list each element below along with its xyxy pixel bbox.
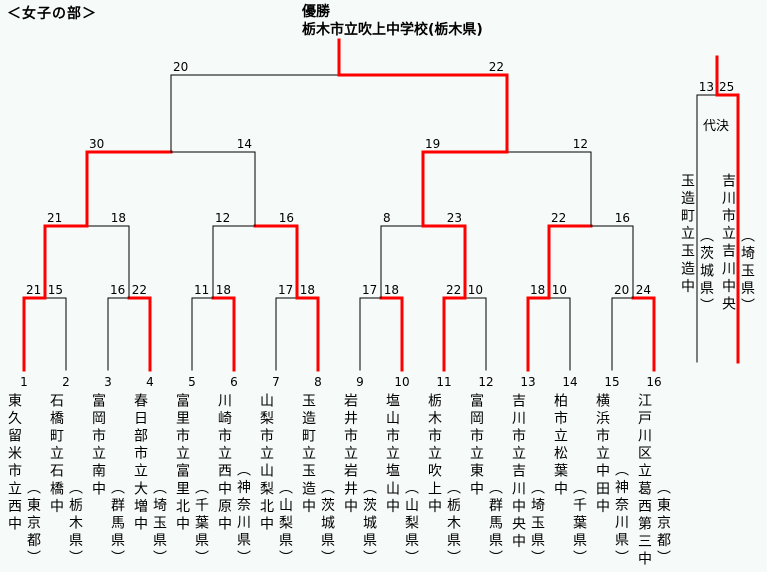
team-name: 川崎市立西中原中	[216, 393, 232, 534]
team-name: 玉造町立玉造中	[679, 173, 695, 297]
champion-label: 優勝	[302, 4, 330, 20]
champion-school: 栃木市立吹上中学校(栃木県)	[302, 22, 483, 38]
score-label: 20	[614, 283, 629, 297]
team-number: 3	[104, 375, 112, 389]
team-name: 江戸川区立葛西第三中	[636, 393, 652, 569]
team-number: 13	[520, 375, 536, 389]
team-prefecture: （山梨県）	[403, 480, 419, 568]
score-label: 22	[446, 283, 461, 297]
score-label: 12	[215, 211, 230, 225]
team-name: 塩山市立塩山中	[384, 393, 400, 517]
team-name: 玉造町立玉造中	[300, 393, 316, 517]
team-prefecture: （埼玉県）	[529, 480, 545, 568]
score-label: 22	[551, 211, 566, 225]
score-label: 16	[110, 283, 125, 297]
team-number: 2	[62, 375, 70, 389]
score-label: 8	[383, 211, 391, 225]
score-label: 21	[26, 283, 41, 297]
team-name: 栃木市立吹上中	[426, 393, 442, 517]
score-label: 21	[47, 211, 62, 225]
team-prefecture: （茨城県）	[319, 480, 335, 568]
third-place-label: 代決	[703, 119, 730, 134]
score-label: 13	[699, 80, 714, 94]
score-label: 10	[552, 283, 567, 297]
team-prefecture: （千葉県）	[571, 480, 587, 568]
team-number: 7	[272, 375, 280, 389]
team-prefecture: （山梨県）	[277, 480, 293, 568]
team-number: 4	[146, 375, 154, 389]
score-label: 18	[111, 211, 126, 225]
team-name: 吉川市立吉川中央	[720, 173, 736, 314]
team-number: 9	[356, 375, 364, 389]
team-prefecture: （神奈川県）	[613, 462, 629, 568]
score-label: 20	[173, 60, 188, 74]
champion-block: 優勝 栃木市立吹上中学校(栃木県)	[302, 3, 483, 39]
score-label: 10	[468, 283, 483, 297]
team-name: 富岡市立南中	[90, 393, 106, 499]
team-prefecture: （群馬県）	[109, 480, 125, 568]
team-name: 石橋町立石橋中	[48, 393, 64, 517]
team-number: 8	[314, 375, 322, 389]
team-number: 10	[394, 375, 410, 389]
team-name: 富里市立富里北中	[174, 393, 190, 534]
section-heading: ＜女子の部＞	[7, 6, 97, 22]
team-number: 16	[646, 375, 662, 389]
team-prefecture: （東京都）	[25, 480, 41, 568]
score-label: 16	[615, 211, 630, 225]
team-name: 春日部市立大増中	[132, 393, 148, 534]
team-prefecture: （群馬県）	[487, 480, 503, 568]
score-label: 22	[132, 283, 147, 297]
team-number: 5	[188, 375, 196, 389]
score-label: 19	[425, 137, 440, 151]
team-number: 11	[436, 375, 452, 389]
team-number: 14	[562, 375, 578, 389]
team-prefecture: （栃木県）	[445, 480, 461, 568]
team-name: 富岡市立東中	[468, 393, 484, 499]
score-label: 11	[194, 283, 209, 297]
team-name: 東久留米市立西中	[6, 393, 22, 534]
score-label: 14	[237, 137, 252, 151]
team-number: 12	[478, 375, 494, 389]
team-name: 山梨市立山梨北中	[258, 393, 274, 534]
score-label: 30	[89, 137, 104, 151]
score-label: 24	[636, 283, 651, 297]
score-label: 18	[216, 283, 231, 297]
team-name: 吉川市立吉川中央中	[510, 393, 526, 552]
team-prefecture: （千葉県）	[193, 480, 209, 568]
score-label: 18	[530, 283, 545, 297]
score-label: 17	[278, 283, 293, 297]
score-label: 22	[489, 60, 504, 74]
team-prefecture: （神奈川県）	[235, 462, 251, 568]
score-label: 12	[573, 137, 588, 151]
team-prefecture: （栃木県）	[67, 480, 83, 568]
team-prefecture: （埼玉県）	[151, 480, 167, 568]
team-prefecture: （茨城県）	[361, 480, 377, 568]
score-label: 16	[279, 211, 294, 225]
team-number: 6	[230, 375, 238, 389]
team-name: 柏市立松葉中	[552, 393, 568, 499]
team-prefecture: （東京都）	[655, 480, 671, 568]
team-number: 1	[20, 375, 28, 389]
score-label: 23	[447, 211, 462, 225]
team-number: 15	[604, 375, 620, 389]
score-label: 18	[300, 283, 315, 297]
score-label: 15	[48, 283, 63, 297]
score-label: 18	[384, 283, 399, 297]
score-label: 25	[719, 80, 734, 94]
team-prefecture: （茨城県）	[698, 228, 714, 316]
team-name: 横浜市立中田中	[594, 393, 610, 517]
score-label: 17	[362, 283, 377, 297]
team-prefecture: （埼玉県）	[739, 228, 755, 316]
team-name: 岩井市立岩井中	[342, 393, 358, 517]
